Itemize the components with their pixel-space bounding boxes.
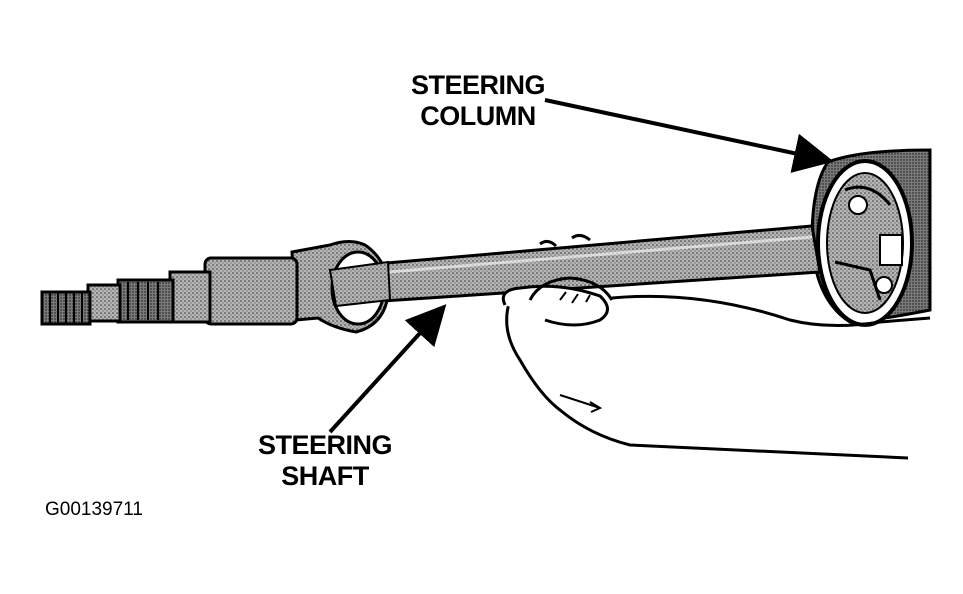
threaded-shaft-end	[40, 290, 92, 326]
steering-shaft-label-line-1: STEERING	[257, 430, 393, 460]
steering-column-housing	[810, 148, 932, 327]
lower-shaft-section	[86, 256, 299, 326]
steering-column-label-line-2: COLUMN	[420, 101, 536, 131]
steering-column-arrow	[544, 98, 834, 173]
hand-illustration	[501, 233, 931, 460]
steering-column-label: STEERING COLUMN	[398, 70, 558, 132]
steering-column-label-line-1: STEERING	[410, 70, 546, 100]
steering-shaft-label: STEERING SHAFT	[245, 430, 405, 492]
steering-shaft-label-line-2: SHAFT	[281, 461, 369, 491]
universal-joint-yoke	[290, 240, 392, 334]
figure-id: G00139711	[45, 499, 143, 520]
steering-shaft-arrow	[328, 304, 447, 434]
